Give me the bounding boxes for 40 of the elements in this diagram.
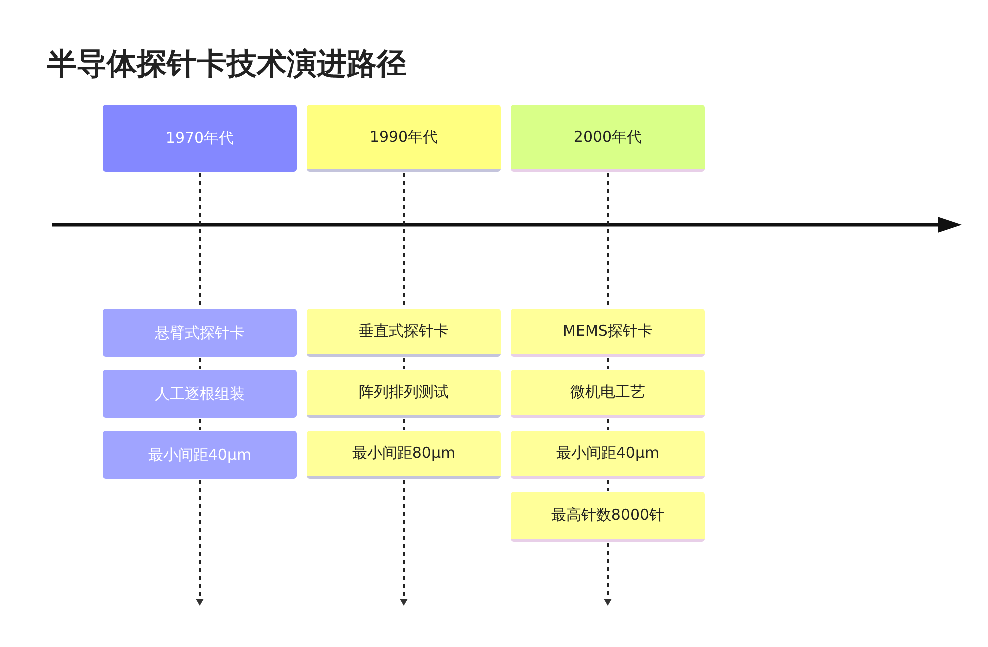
era-header-box — [103, 105, 297, 172]
dashed-connector — [199, 173, 201, 308]
dashed-connector — [607, 173, 609, 308]
dashed-arrow — [400, 480, 408, 606]
era-label: 1990年代 — [370, 128, 438, 146]
era-header-box — [307, 105, 501, 172]
feature-box — [511, 309, 705, 357]
era-label: 2000年代 — [574, 128, 642, 146]
dashed-connector — [607, 358, 609, 369]
dashed-connector — [199, 419, 201, 430]
dashed-connector — [607, 419, 609, 430]
dashed-arrow — [196, 480, 204, 606]
dashed-connector — [607, 480, 609, 491]
dashed-connector — [403, 419, 405, 430]
feature-text: 最小间距80μm — [352, 444, 456, 463]
feature-box — [103, 431, 297, 479]
feature-text: MEMS探针卡 — [563, 322, 653, 341]
feature-box — [511, 370, 705, 418]
feature-text: 最小间距40μm — [148, 446, 252, 464]
feature-box — [307, 431, 501, 479]
feature-box — [103, 309, 297, 357]
dashed-connector — [403, 358, 405, 369]
feature-box — [307, 309, 501, 357]
dashed-arrow — [604, 543, 612, 606]
feature-box — [511, 492, 705, 542]
diagram-title: 半导体探针卡技术演进路径 — [47, 46, 407, 84]
dashed-connector — [199, 358, 201, 369]
feature-text: 微机电工艺 — [570, 383, 646, 402]
feature-box — [511, 431, 705, 479]
feature-text: 阵列排列测试 — [359, 383, 449, 402]
feature-text: 人工逐根组装 — [155, 384, 245, 404]
feature-text: 最高针数8000针 — [551, 506, 665, 525]
era-header-box — [511, 105, 705, 172]
feature-text: 悬臂式探针卡 — [155, 324, 245, 342]
dashed-connector — [403, 173, 405, 308]
era-label: 1970年代 — [166, 129, 234, 148]
feature-text: 垂直式探针卡 — [359, 322, 449, 341]
feature-box — [103, 370, 297, 418]
feature-text: 最小间距40μm — [556, 444, 660, 463]
feature-box — [307, 370, 501, 418]
